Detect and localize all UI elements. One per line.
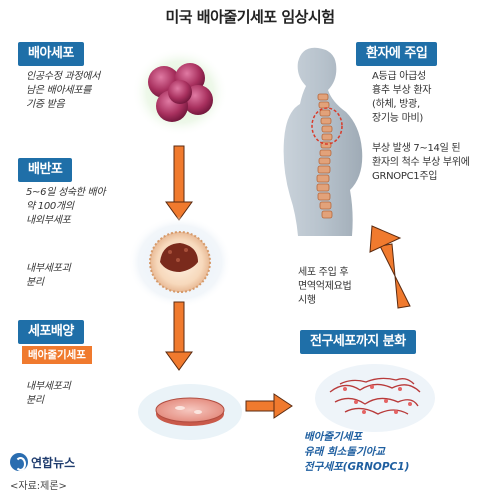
label-blastocyst: 배반포: [18, 158, 73, 182]
label-injection: 환자에 주입: [356, 42, 438, 66]
injection-timing: 부상 발생 7~14일 된 환자의 척수 부상 부위에 GRNOPC1주입: [372, 143, 470, 182]
page-title: 미국 배아줄기세포 임상시험: [165, 8, 335, 26]
label-embryo-cell: 배아세포: [18, 42, 84, 66]
culture-tag: 배아줄기세포: [22, 346, 92, 364]
cell-cluster-image: [315, 364, 435, 432]
blastocyst-desc: 5~6일 성숙한 배아 약 100개의 내외부세포: [26, 187, 106, 226]
arrow-down-2: [165, 301, 193, 371]
source-credit: <자료:제론>: [10, 481, 67, 492]
injection-patient: A등급 아급성 흉추 부상 환자 (하체, 방광, 장기능 마비): [372, 71, 432, 124]
blastocyst-image: [128, 216, 232, 308]
yonhap-logo: 연합뉴스: [10, 452, 75, 472]
label-culture: 세포배양: [18, 320, 84, 344]
blastocyst-note: 내부세포괴 분리: [26, 263, 71, 288]
arrow-down-1: [165, 145, 193, 221]
embryo-cell-desc: 인공수정 과정에서 남은 배아세포를 기증 받음: [26, 71, 101, 110]
label-differentiation: 전구세포까지 분화: [300, 330, 416, 354]
arrow-up: [369, 225, 411, 309]
petri-dish-image: [138, 384, 242, 440]
logo-text: 연합뉴스: [31, 455, 76, 470]
yonhap-logo-icon: [10, 453, 28, 471]
differentiation-result: 배아줄기세포 유래 희소돌기아교 전구세포(GRNOPC1): [304, 431, 410, 473]
culture-note: 내부세포괴 분리: [26, 381, 71, 406]
arrow-right: [245, 393, 293, 419]
embryo-cell-image: [132, 48, 228, 136]
spine-image: [311, 93, 343, 219]
post-injection-note: 세포 주입 후 면역억제요법 시행: [298, 267, 352, 306]
